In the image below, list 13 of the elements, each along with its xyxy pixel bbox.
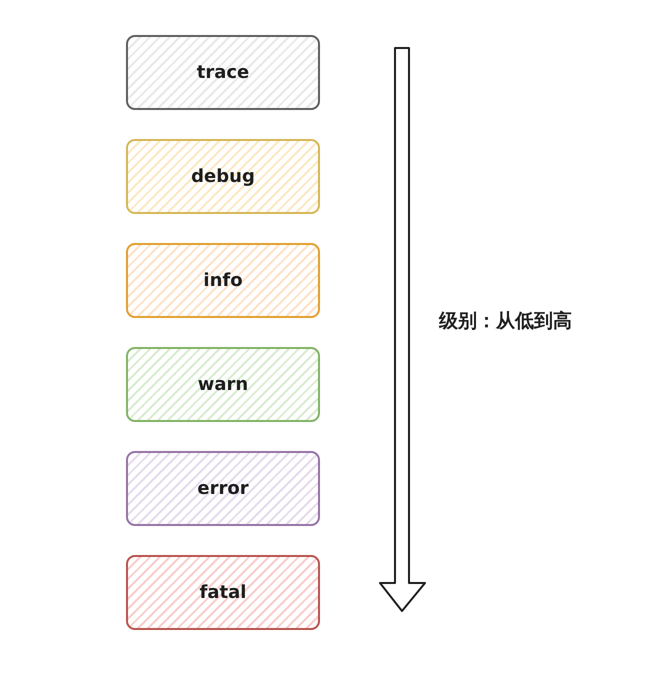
level-name: info <box>203 270 243 291</box>
level-name: warn <box>198 374 248 395</box>
level-name: trace <box>196 62 250 83</box>
level-name: debug <box>191 166 255 187</box>
level-box <box>126 451 320 526</box>
level-box <box>126 347 320 422</box>
level-name: error <box>197 478 249 499</box>
direction-label: 级别：从低到高 <box>439 309 572 334</box>
level-box <box>126 139 320 214</box>
level-box <box>126 555 320 630</box>
level-box <box>126 35 320 110</box>
level-box <box>126 243 320 318</box>
level-name: fatal <box>200 582 246 603</box>
